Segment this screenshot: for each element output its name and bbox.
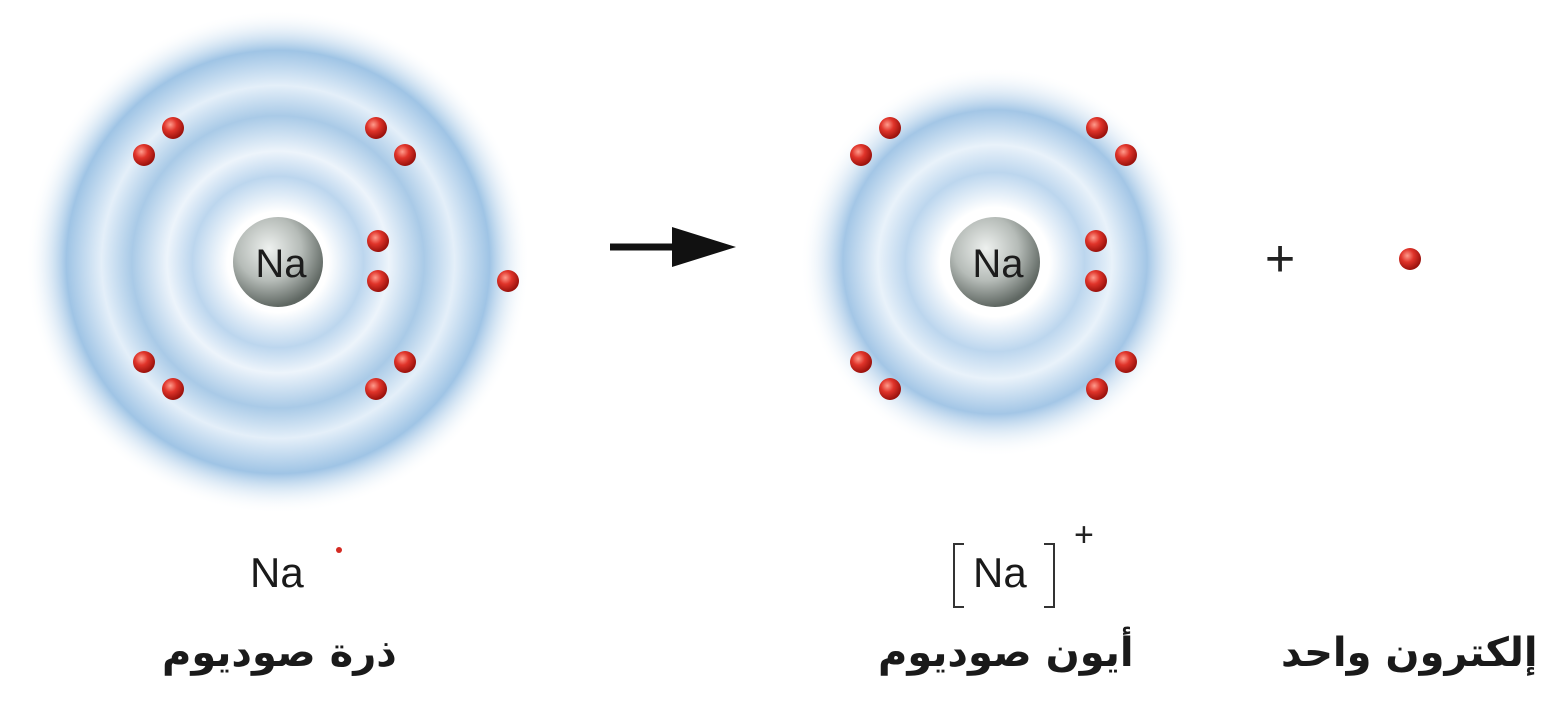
ion-electron bbox=[850, 144, 872, 166]
ion-electron bbox=[850, 351, 872, 373]
ion-electron bbox=[879, 117, 901, 139]
atom-electron bbox=[394, 351, 416, 373]
atom-electron bbox=[133, 351, 155, 373]
ion-name: أيون صوديوم bbox=[878, 630, 1134, 676]
atom-nucleus bbox=[233, 217, 323, 307]
ion-electron bbox=[1115, 144, 1137, 166]
atom-electron bbox=[365, 117, 387, 139]
plus-sign: + bbox=[1265, 230, 1295, 288]
ion-nucleus-label: Na bbox=[972, 242, 1024, 286]
atom-electron bbox=[367, 270, 389, 292]
atom-electron bbox=[162, 117, 184, 139]
ion-electron bbox=[1085, 270, 1107, 292]
atom-symbol: Na bbox=[250, 549, 304, 596]
atom-electron bbox=[367, 230, 389, 252]
atom-name: ذرة صوديوم bbox=[162, 630, 397, 676]
ion-symbol: Na bbox=[973, 549, 1027, 596]
lewis-dot bbox=[336, 547, 342, 553]
atom-electron bbox=[162, 378, 184, 400]
sodium-ion-model: Na bbox=[800, 67, 1190, 457]
ion-electron bbox=[1085, 230, 1107, 252]
free-electron bbox=[1399, 248, 1421, 270]
atom-valence-electron bbox=[497, 270, 519, 292]
ion-brackets bbox=[953, 543, 1055, 608]
atom-electron bbox=[394, 144, 416, 166]
atom-electron bbox=[365, 378, 387, 400]
electron-name: إلكترون واحد bbox=[1281, 630, 1538, 676]
ion-electron bbox=[1086, 378, 1108, 400]
atom-electron bbox=[133, 144, 155, 166]
ion-electron bbox=[879, 378, 901, 400]
atom-nucleus-label: Na bbox=[255, 242, 307, 286]
ion-charge: + bbox=[1074, 516, 1094, 554]
ion-nucleus bbox=[950, 217, 1040, 307]
ion-electron bbox=[1086, 117, 1108, 139]
sodium-atom-model: Na bbox=[26, 10, 530, 514]
ion-electron bbox=[1115, 351, 1137, 373]
reaction-arrow bbox=[610, 227, 736, 267]
